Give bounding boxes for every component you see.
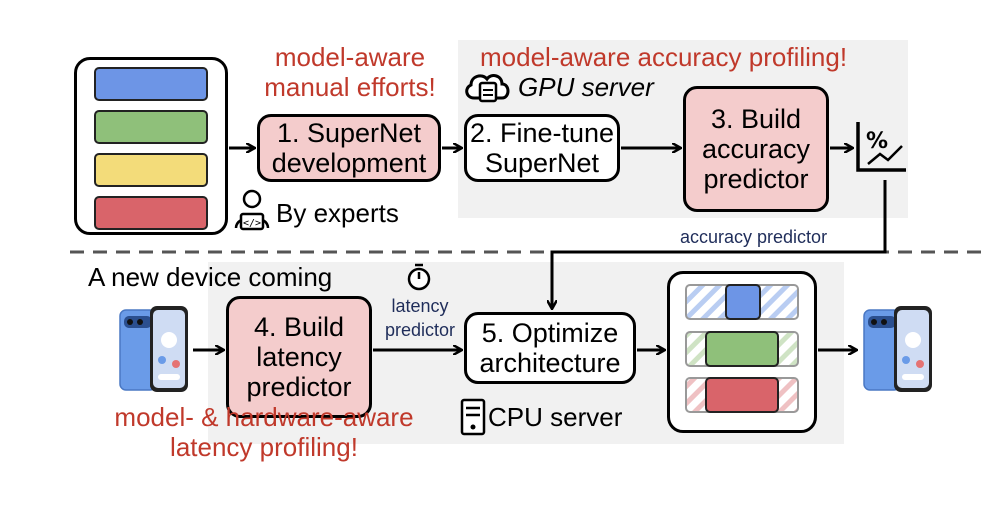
by-experts-label: By experts	[276, 198, 399, 228]
cpu-server-icon	[460, 398, 486, 436]
network-layer-blue	[94, 67, 208, 101]
phone-icon	[118, 304, 192, 396]
svg-text:%: %	[866, 129, 888, 154]
expert-icon: </>	[232, 188, 272, 232]
step-2-fine-tune-supernet: 2. Fine-tune SuperNet	[464, 114, 620, 182]
network-layer-green	[94, 110, 208, 144]
step-5-optimize-architecture: 5. Optimize architecture	[464, 312, 636, 384]
new-device-label: A new device coming	[88, 262, 333, 292]
latency-predictor-edge-label: latency predictor	[384, 296, 456, 340]
step-3-build-accuracy-predictor: 3. Build accuracy predictor	[683, 86, 829, 212]
phone-icon-optimized	[862, 304, 936, 396]
timer-icon	[404, 262, 434, 292]
gpu-server-label: GPU server	[518, 72, 654, 102]
step-1-supernet-development: 1. SuperNet development	[257, 114, 441, 182]
cpu-server-label: CPU server	[488, 402, 623, 432]
svg-text:</>: </>	[243, 218, 261, 229]
accuracy-chart-icon: %	[852, 118, 910, 176]
model-aware-accuracy-label: model-aware accuracy profiling!	[480, 42, 848, 72]
hardware-aware-label: model- & hardware-aware latency profilin…	[114, 402, 414, 462]
network-layer-red	[94, 196, 208, 230]
cloud-server-icon	[462, 70, 512, 104]
step-4-build-latency-predictor: 4. Build latency predictor	[226, 296, 372, 418]
model-aware-manual-label: model-aware manual efforts!	[264, 42, 436, 102]
network-layer-yellow	[94, 153, 208, 187]
accuracy-predictor-edge-label: accuracy predictor	[680, 227, 828, 247]
